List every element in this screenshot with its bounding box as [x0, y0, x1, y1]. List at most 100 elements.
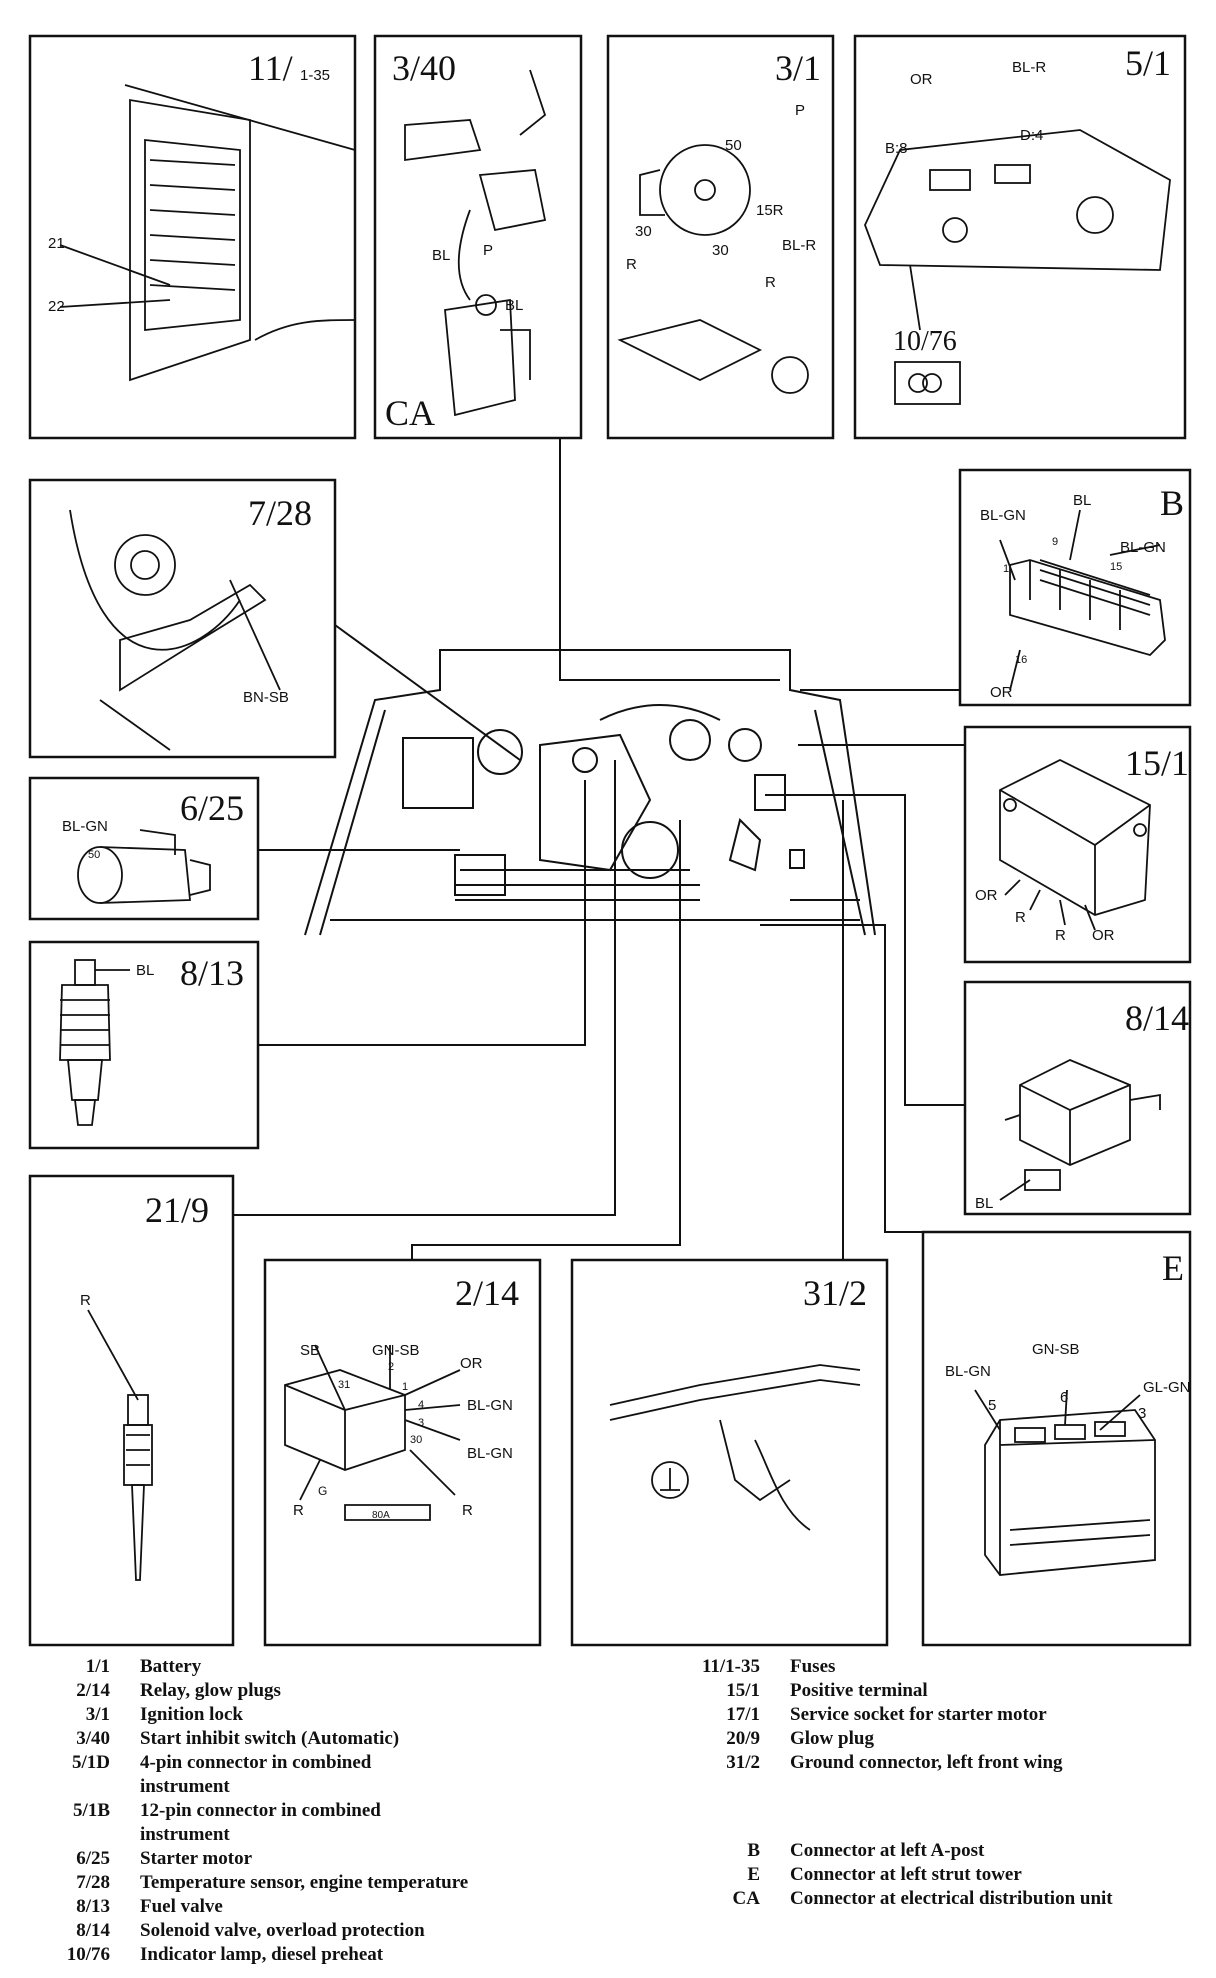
legend-desc: Temperature sensor, engine temperature [140, 1872, 469, 1893]
wire-bl-gn-b2-label: BL-GN [1120, 539, 1166, 556]
wire-bl-r-5-1-label: BL-R [1012, 59, 1046, 76]
pin-5-e-label: 5 [988, 1397, 996, 1414]
legend-code: CA [732, 1888, 760, 1909]
legend-desc: Indicator lamp, diesel preheat [140, 1944, 384, 1965]
engine-bay-drawing [304, 649, 876, 936]
pin-15r-label: 15R [756, 202, 784, 219]
panel-15-1-drawing [999, 758, 1151, 931]
legend-desc: Battery [140, 1656, 202, 1677]
legend-item: 20/9 Glow plug [680, 1727, 1200, 1751]
wire-bl-gn-6-25-label: BL-GN [62, 818, 108, 835]
pin-31-label: 31 [338, 1379, 350, 1391]
legend-desc: 12-pin connector in combined instrument [140, 1800, 381, 1845]
panel-B-drawing [999, 509, 1166, 691]
panel-6-25-box [28, 776, 260, 921]
wire-bl-b-label: BL [1073, 492, 1091, 509]
legend-item: 3/40 Start inhibit switch (Automatic) [30, 1727, 590, 1751]
panel-8-14-title: 8/14 [1125, 998, 1189, 1038]
pin-15-label: 15 [1110, 561, 1122, 573]
panel-15-1-box [963, 725, 1192, 964]
legend-code: 8/13 [76, 1896, 110, 1917]
panel-8-13-title: 8/13 [180, 953, 244, 993]
pin-30b-label: 30 [712, 242, 729, 259]
legend-code: 8/14 [76, 1920, 110, 1941]
legend-code: E [747, 1864, 760, 1885]
legend-code: B [747, 1840, 760, 1861]
fuse-label-21: 21 [48, 235, 65, 252]
panel-E-drawing [974, 1389, 1156, 1576]
legend-code: 17/1 [726, 1704, 760, 1725]
pin-30a-label: 30 [635, 223, 652, 240]
panel-8-14-box [963, 980, 1192, 1216]
panel-11-title: 11/ [248, 48, 293, 88]
legend-code: 20/9 [726, 1728, 760, 1749]
wire-gn-sb-e-label: GN-SB [1032, 1341, 1080, 1358]
legend-desc: Ground connector, left front wing [790, 1752, 1063, 1773]
fuse-80a-label: 80A [372, 1510, 390, 1521]
wire-bl-gn-b-label: BL-GN [467, 1445, 513, 1462]
panel-5-1-box [853, 34, 1187, 440]
pin-30-label: 30 [410, 1434, 422, 1446]
panel-31-2-drawing [609, 1364, 861, 1531]
legend-code: 2/14 [76, 1680, 110, 1701]
panel-7-28-title: 7/28 [248, 493, 312, 533]
legend-desc: Ignition lock [140, 1704, 243, 1725]
wire-or-15-a-label: OR [975, 887, 998, 904]
wire-gl-gn-e-label: GL-GN [1143, 1379, 1191, 1396]
legend-desc: Service socket for starter motor [790, 1704, 1047, 1725]
panel-B-title: B [1160, 483, 1184, 523]
wire-r-a-label: R [626, 256, 637, 273]
panel-21-9-title: 21/9 [145, 1190, 209, 1230]
panel-2-14-title: 2/14 [455, 1273, 519, 1313]
pin-50-label: 50 [725, 137, 742, 154]
wire-r-15-a-label: R [1015, 909, 1026, 926]
legend-code: 15/1 [726, 1680, 760, 1701]
legend-code: 6/25 [76, 1848, 110, 1869]
panel-21-9-drawing [87, 1309, 153, 1581]
wire-bl-gn-e-label: BL-GN [945, 1363, 991, 1380]
wire-or-2-14-label: OR [460, 1355, 483, 1372]
panel-3-40-box [373, 34, 583, 440]
wire-bn-sb-label: BN-SB [243, 689, 289, 706]
legend-desc: Glow plug [790, 1728, 874, 1749]
legend-code: 3/40 [76, 1728, 110, 1749]
panel-5-1-drawing [864, 129, 1171, 405]
wire-r-b-label: R [765, 274, 776, 291]
wire-bl-gn-b1-label: BL-GN [980, 507, 1026, 524]
panel-15-1-title: 15/1 [1125, 743, 1189, 783]
legend-desc: Start inhibit switch (Automatic) [140, 1728, 400, 1749]
pin-9-label: 9 [1052, 536, 1058, 548]
wire-sb-label: SB [300, 1342, 320, 1359]
panel-2-14-box [263, 1258, 542, 1647]
pin-6-e-label: 6 [1060, 1389, 1068, 1406]
wire-bl-8-14-label: BL [975, 1195, 993, 1212]
legend-code: 10/76 [66, 1944, 110, 1965]
panel-7-28-box [28, 478, 337, 759]
panel-7-28-drawing [69, 509, 281, 751]
legend-desc: Positive terminal [790, 1680, 928, 1701]
panel-8-13-drawing [59, 959, 130, 1126]
pin-16-label: 16 [1015, 654, 1027, 666]
wire-r-21-9-label: R [80, 1292, 91, 1309]
panel-B-box [958, 468, 1192, 707]
panel-6-25-title: 6/25 [180, 788, 244, 828]
panel-31-2-title: 31/2 [803, 1273, 867, 1313]
wire-bl-r-label: BL-R [782, 237, 816, 254]
pin-1-label: 1 [1003, 563, 1009, 575]
legend-code: 31/2 [726, 1752, 760, 1773]
wire-r-2-14-a-label: R [293, 1502, 304, 1519]
legend-item: 10/76 Indicator lamp, diesel preheat [30, 1943, 590, 1967]
pin-1-label: 1 [402, 1381, 408, 1393]
pin-50-6-25-label: 50 [88, 849, 100, 861]
wire-bl-gn-a-label: BL-GN [467, 1397, 513, 1414]
panel-11-box [28, 34, 357, 440]
